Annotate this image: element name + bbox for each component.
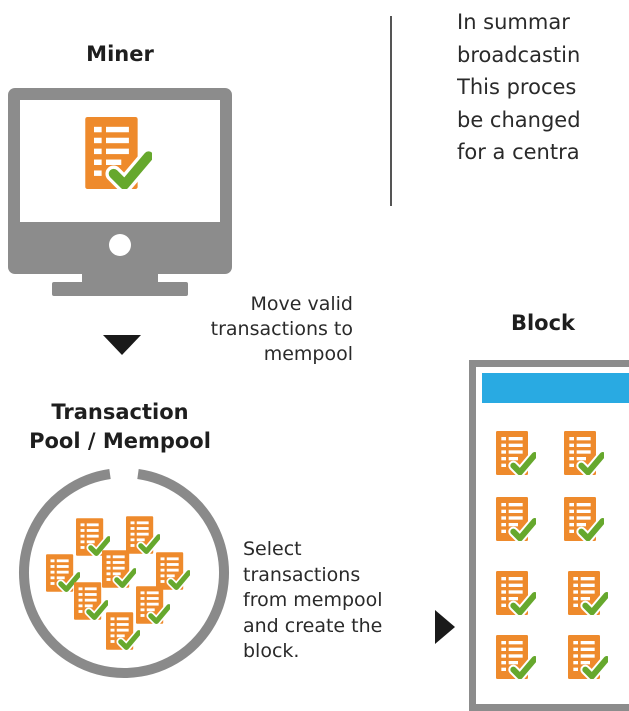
block-title: Block (510, 311, 576, 335)
triangle-arrow-icon (435, 610, 455, 644)
checked-document-icon (564, 431, 604, 475)
checked-document-icon (496, 571, 536, 615)
summary-line: broadcastin (457, 42, 581, 67)
mempool-title-line: Pool / Mempool (29, 429, 211, 453)
miner-title: Miner (86, 42, 154, 66)
checked-document-icon (568, 571, 608, 615)
mempool-ring (18, 468, 230, 680)
label-line: transactions to (210, 318, 353, 340)
block-panel (469, 360, 629, 711)
mempool-title: Transaction Pool / Mempool (5, 398, 235, 456)
checked-document-icon (568, 635, 608, 679)
label-line: transactions (243, 563, 361, 586)
label-line: mempool (263, 343, 353, 365)
checked-document-icon (74, 582, 108, 620)
summary-line: In summar (457, 10, 570, 34)
summary-line: for a centra (457, 140, 580, 164)
create-block-label: Select transactions from mempool and cre… (243, 537, 413, 665)
checked-document-icon (496, 497, 536, 541)
checked-document-icon (564, 497, 604, 541)
checked-document-icon (156, 552, 190, 590)
checked-document-icon (496, 431, 536, 475)
summary-paragraph: In summar broadcastin This proces be cha… (457, 6, 629, 169)
checked-document-icon (126, 516, 160, 554)
label-line: Select (243, 538, 302, 560)
move-to-mempool-label: Move valid transactions to mempool (160, 292, 353, 367)
label-line: Move valid (250, 293, 354, 315)
summary-line: be changed (457, 107, 581, 132)
checked-document-icon (496, 635, 536, 679)
checked-document-icon (136, 586, 170, 624)
mempool-title-line: Transaction (51, 400, 189, 424)
triangle-arrow-icon (103, 335, 141, 355)
block-header-bar (482, 373, 629, 403)
checked-document-icon (106, 612, 140, 650)
mempool-documents (36, 512, 216, 672)
label-line: block. (243, 640, 300, 662)
divider (390, 16, 392, 206)
label-line: and create the (243, 614, 383, 637)
checked-document-icon (84, 117, 152, 189)
label-line: from mempool (243, 589, 383, 611)
summary-line: This proces (457, 75, 577, 99)
